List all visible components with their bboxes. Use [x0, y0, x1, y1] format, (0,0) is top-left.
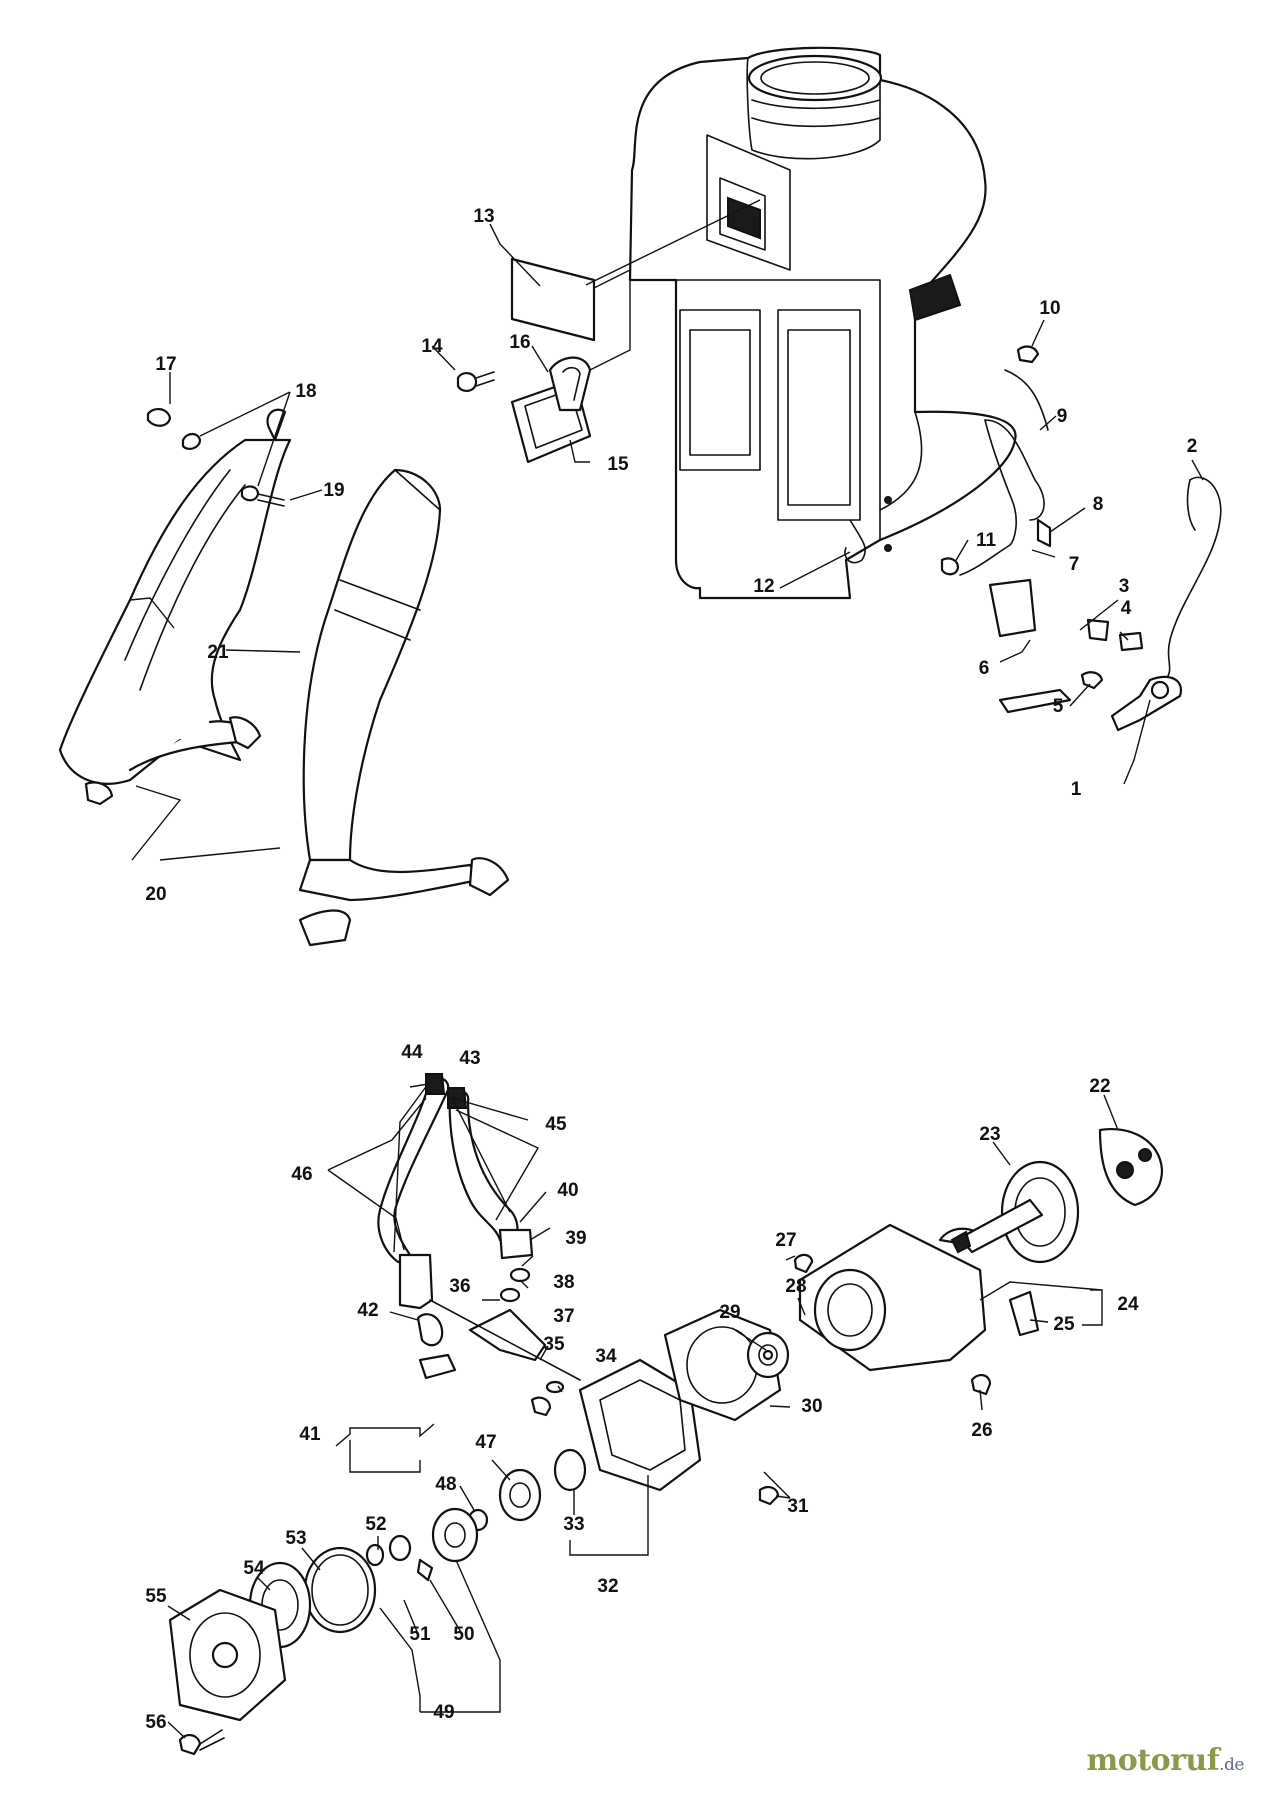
callout-41: 41	[299, 1424, 321, 1445]
callout-18: 18	[295, 381, 316, 402]
callout-5: 5	[1053, 696, 1064, 717]
callout-53: 53	[285, 1528, 306, 1549]
callout-17: 17	[155, 354, 176, 375]
watermark-tld: .de	[1219, 1755, 1244, 1775]
callout-33: 33	[563, 1514, 584, 1535]
callout-28: 28	[785, 1276, 806, 1297]
watermark-brand: motoruf	[1086, 1743, 1220, 1778]
callout-25: 25	[1053, 1314, 1075, 1335]
callout-51: 51	[409, 1624, 431, 1645]
callout-50: 50	[453, 1624, 474, 1645]
callout-15: 15	[607, 454, 629, 475]
leader-lines	[129, 223, 1204, 1739]
callout-42: 42	[357, 1300, 378, 1321]
lever-and-wiring	[940, 345, 1222, 732]
bracket-assembly	[456, 356, 592, 464]
callout-labels: 1 2 3 4 5 6 7 8 9 10 11 12 13 14 15 16 1…	[145, 206, 1197, 1733]
callout-1: 1	[1071, 779, 1082, 800]
callout-12: 12	[753, 576, 774, 597]
watermark-logo: motoruf.de	[1086, 1743, 1244, 1778]
callout-24: 24	[1117, 1294, 1139, 1315]
callout-19: 19	[323, 480, 344, 501]
shoulder-straps	[58, 408, 510, 947]
callout-13: 13	[473, 206, 494, 227]
gearbox-assembly	[168, 1073, 1164, 1756]
callout-10: 10	[1039, 298, 1060, 319]
callout-8: 8	[1093, 494, 1104, 515]
label-plate	[510, 199, 761, 386]
callout-39: 39	[565, 1228, 586, 1249]
callout-34: 34	[595, 1346, 617, 1367]
callout-36: 36	[449, 1276, 470, 1297]
callout-38: 38	[553, 1272, 574, 1293]
callout-52: 52	[365, 1514, 386, 1535]
callout-27: 27	[775, 1230, 796, 1251]
callout-32: 32	[597, 1576, 618, 1597]
callout-48: 48	[435, 1474, 456, 1495]
callout-45: 45	[545, 1114, 567, 1135]
callout-23: 23	[979, 1124, 1000, 1145]
callout-37: 37	[553, 1306, 574, 1327]
callout-16: 16	[509, 332, 530, 353]
callout-20: 20	[145, 884, 166, 905]
callout-26: 26	[971, 1420, 992, 1441]
callout-44: 44	[401, 1042, 423, 1063]
callout-21: 21	[207, 642, 229, 663]
callout-47: 47	[475, 1432, 496, 1453]
callout-3: 3	[1119, 576, 1130, 597]
callout-14: 14	[421, 336, 443, 357]
callout-54: 54	[243, 1558, 265, 1579]
callout-49: 49	[433, 1702, 454, 1723]
tank-body	[628, 46, 1017, 600]
callout-4: 4	[1121, 598, 1132, 619]
callout-56: 56	[145, 1712, 166, 1733]
callout-29: 29	[719, 1302, 740, 1323]
callout-46: 46	[291, 1164, 312, 1185]
callout-30: 30	[801, 1396, 822, 1417]
callout-31: 31	[787, 1496, 809, 1517]
callout-40: 40	[557, 1180, 578, 1201]
callout-43: 43	[459, 1048, 480, 1069]
callout-7: 7	[1069, 554, 1080, 575]
callout-9: 9	[1057, 406, 1068, 427]
callout-35: 35	[543, 1334, 565, 1355]
callout-22: 22	[1089, 1076, 1110, 1097]
callout-55: 55	[145, 1586, 167, 1607]
callout-6: 6	[979, 658, 990, 679]
callout-11: 11	[976, 530, 997, 551]
callout-2: 2	[1187, 436, 1198, 457]
